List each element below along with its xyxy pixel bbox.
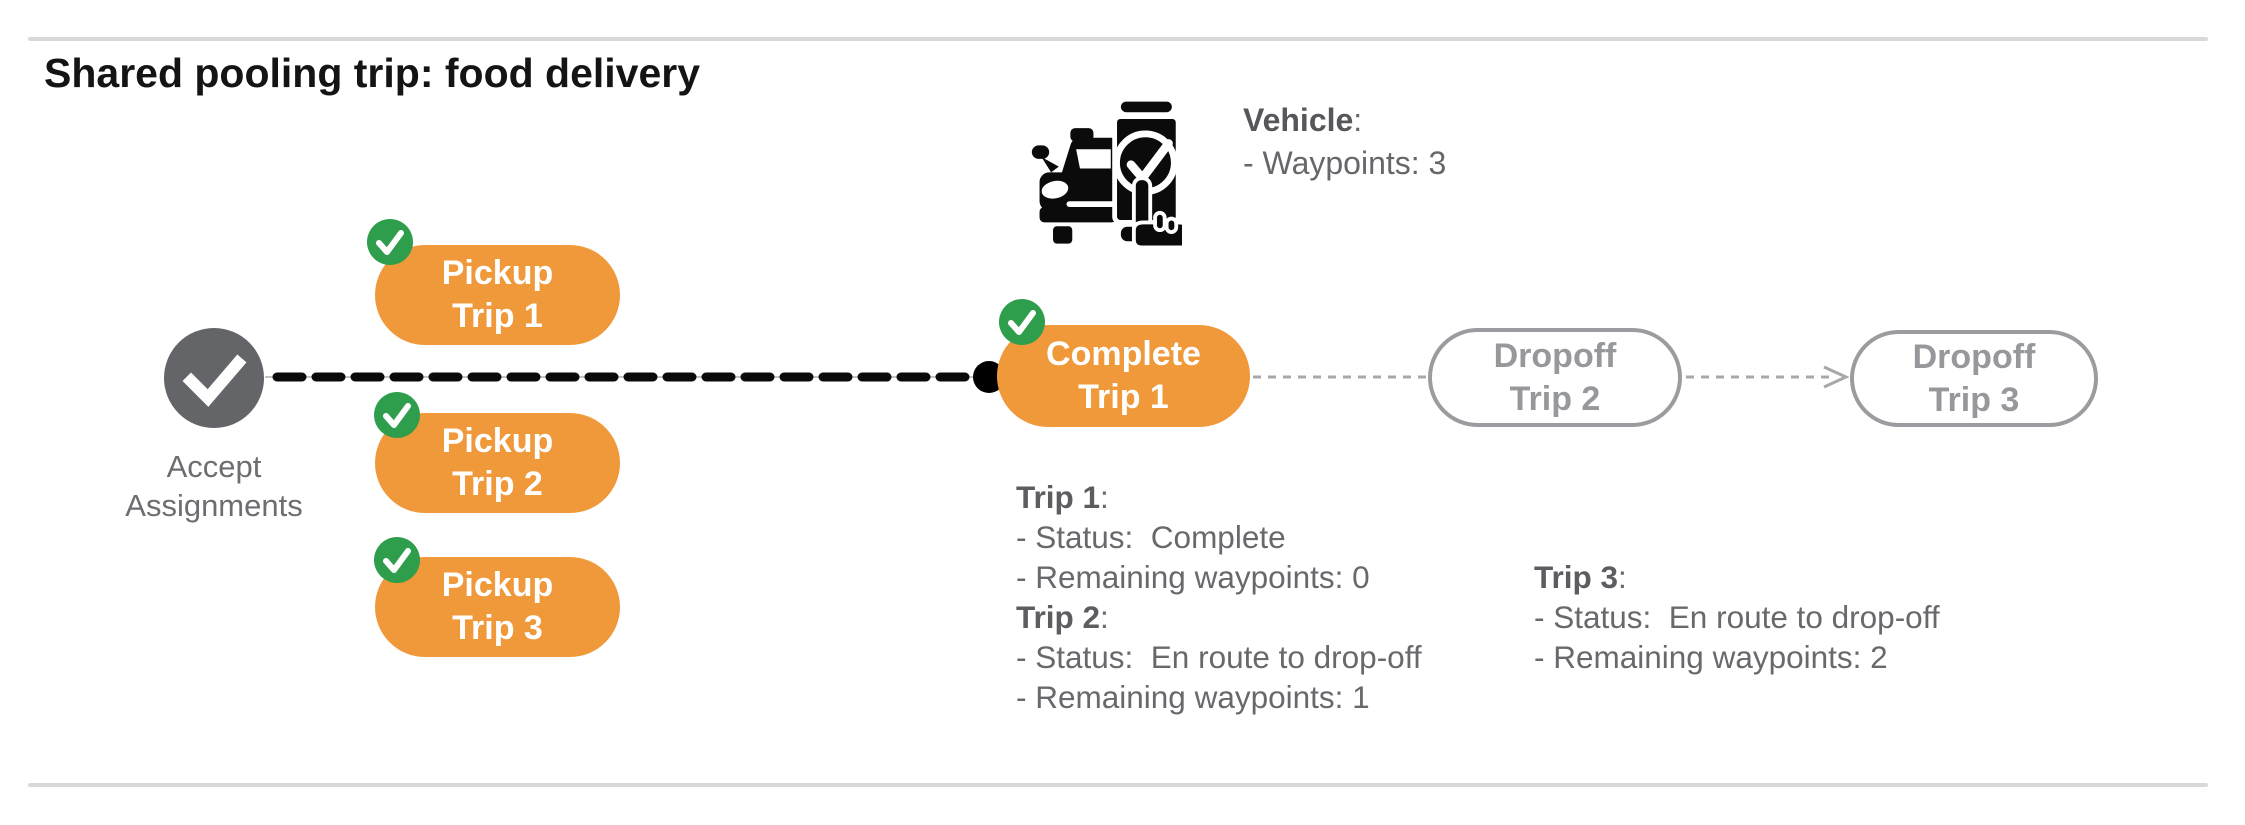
accept-assignments-label: Accept Assignments	[125, 449, 303, 523]
node-pickup-trip-2: Pickup Trip 2	[375, 413, 620, 513]
completed-check-icon	[999, 299, 1045, 345]
vehicle-info-title: Vehicle:	[1243, 102, 1363, 138]
trip-1-status-line: - Status: Complete	[1016, 519, 1286, 555]
vehicle-waypoints-line: - Waypoints: 3	[1243, 145, 1447, 181]
node-pickup-trip-1: Pickup Trip 1	[375, 245, 620, 345]
vehicle-info: Vehicle: - Waypoints: 3	[1243, 99, 1446, 185]
bottom-divider	[28, 783, 2208, 787]
node-complete-trip-1: Complete Trip 1	[997, 325, 1250, 427]
trip-2-heading: Trip 2:	[1016, 599, 1109, 635]
pointing-hand-icon	[1131, 176, 1182, 250]
completed-check-icon	[374, 537, 420, 583]
completed-check-icon	[367, 219, 413, 265]
trip-3-heading: Trip 3:	[1534, 559, 1627, 595]
arrowhead-icon	[1823, 365, 1850, 389]
trip-3-waypoints-line: - Remaining waypoints: 2	[1534, 639, 1888, 675]
trip-3-status-line: - Status: En route to drop-off	[1534, 599, 1940, 635]
status-block-trips-1-2: Trip 1: - Status: Complete - Remaining w…	[1016, 477, 1422, 717]
node-accept-assignments	[164, 328, 264, 428]
trip-1-waypoints-line: - Remaining waypoints: 0	[1016, 559, 1370, 595]
accept-checkmark-icon	[182, 354, 247, 407]
page-title: Shared pooling trip: food delivery	[44, 50, 701, 96]
car-icon	[1031, 128, 1117, 244]
trip-2-waypoints-line: - Remaining waypoints: 1	[1016, 679, 1370, 715]
status-block-trip-3: Trip 3: - Status: En route to drop-off -…	[1534, 557, 1940, 677]
node-dropoff-trip-3: Dropoff Trip 3	[1850, 330, 2098, 427]
node-dropoff-trip-2: Dropoff Trip 2	[1428, 328, 1682, 427]
completed-check-icon	[374, 392, 420, 438]
top-divider	[28, 37, 2208, 41]
vehicle-phone-check-icon	[1031, 96, 1182, 250]
trip-1-heading: Trip 1:	[1016, 479, 1109, 515]
node-pickup-trip-3: Pickup Trip 3	[375, 557, 620, 657]
trip-2-status-line: - Status: En route to drop-off	[1016, 639, 1422, 675]
